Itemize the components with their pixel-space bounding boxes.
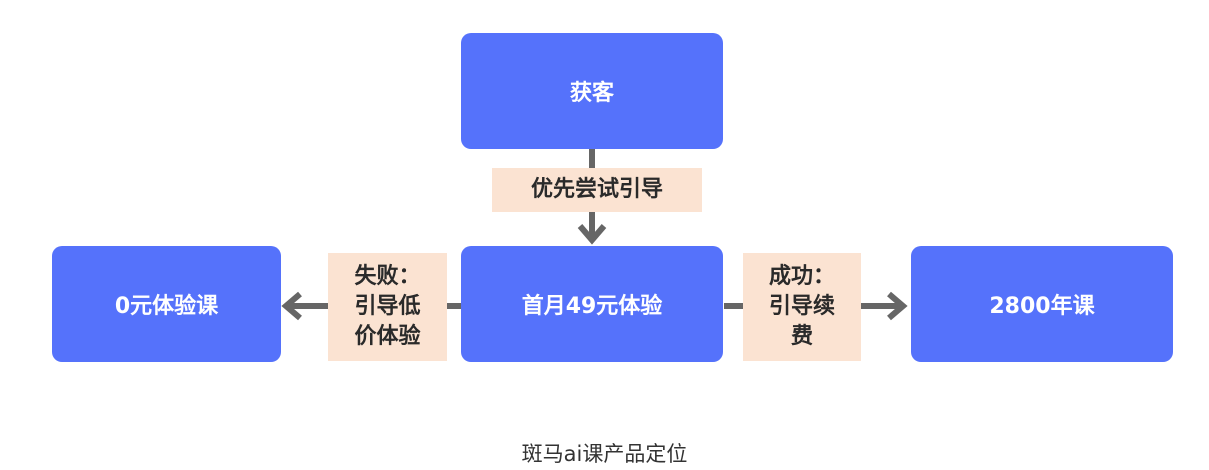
edge-label-trial-guide: 优先尝试引导 — [492, 168, 702, 212]
node-free-label: 0元体验课 — [114, 294, 219, 319]
arrowhead-right — [887, 291, 908, 321]
edge-label-fail-text: 失败： 引导低 价体验 — [354, 264, 421, 349]
node-free: 0元体验课 — [52, 246, 281, 362]
arrowhead-left — [281, 291, 302, 321]
edge-label-success-text: 成功： 引导续 费 — [768, 264, 835, 349]
figure-caption: 斑马ai课产品定位 — [521, 442, 688, 466]
node-acquire: 获客 — [461, 33, 723, 149]
edge-label-trial-guide-text: 优先尝试引导 — [530, 177, 663, 202]
edge-label-success: 成功： 引导续 费 — [743, 253, 861, 361]
node-trial-label: 首月49元体验 — [521, 294, 663, 319]
edge-label-fail: 失败： 引导低 价体验 — [328, 253, 447, 361]
node-annual-label: 2800年课 — [989, 294, 1095, 319]
node-annual: 2800年课 — [911, 246, 1173, 362]
arrowhead-down — [577, 224, 607, 245]
node-acquire-label: 获客 — [569, 81, 614, 106]
node-trial: 首月49元体验 — [461, 246, 723, 362]
